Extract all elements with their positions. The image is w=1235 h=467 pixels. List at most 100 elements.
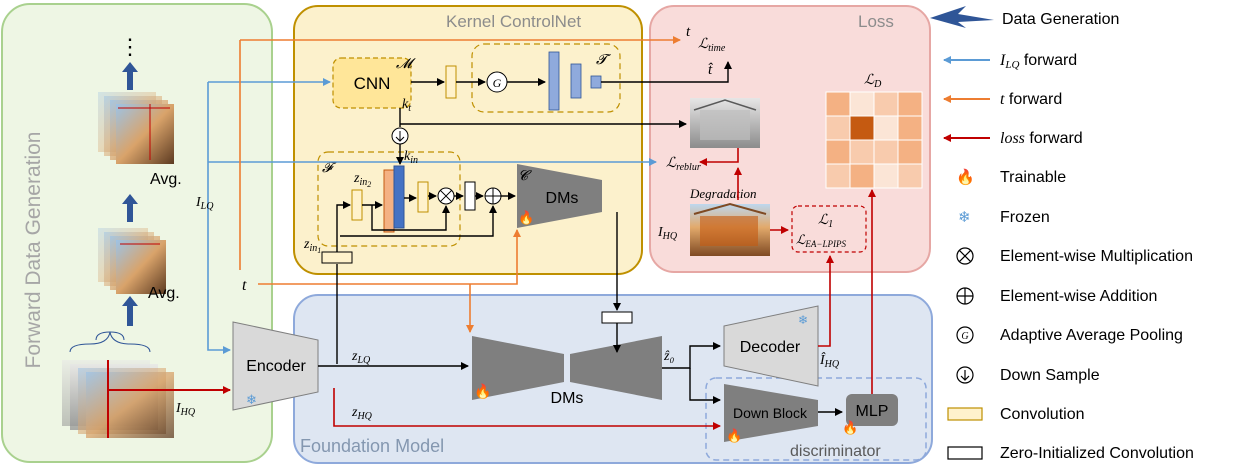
label-t-hat: t̂ <box>708 62 713 78</box>
label-l-time: ℒtime <box>698 37 726 54</box>
cnn-symbol: 𝓜 <box>396 57 416 72</box>
f-feature-blue <box>393 165 405 229</box>
zero-conv-dms <box>601 311 633 324</box>
tau-fc-3 <box>590 75 602 89</box>
legend-convolution-label: Convolution <box>1000 406 1085 423</box>
skip-to-add-line <box>340 205 497 237</box>
foundation-model-label: Foundation Model <box>300 436 444 456</box>
legend-loss-label: loss forward <box>1000 130 1083 147</box>
legend-frozen-icon: ❄ <box>958 209 971 226</box>
down-block-trainable-icon: 🔥 <box>726 428 742 443</box>
legend-frozen-label: Frozen <box>1000 209 1050 226</box>
legend-trainable-label: Trainable <box>1000 169 1066 186</box>
legend-data-generation-label: Data Generation <box>1002 11 1119 28</box>
legend-pooling-glyph: G <box>961 331 968 342</box>
kernel-controlnet-label: Kernel ControlNet <box>446 12 581 31</box>
label-k-in: kin <box>404 149 418 166</box>
reblur-image <box>690 98 760 148</box>
f-conv-1 <box>351 189 363 221</box>
legend-zero-conv-label: Zero-Initialized Convolution <box>1000 445 1194 462</box>
encoder-label: Encoder <box>246 358 306 375</box>
generation-dots: ⋮ <box>119 34 141 59</box>
heatmap-cell <box>873 91 899 117</box>
tau-fc-1 <box>548 51 560 111</box>
legend-addition-label: Element-wise Addition <box>1000 288 1157 305</box>
label-l-reblur: ℒreblur <box>666 156 701 173</box>
z0-to-down-block-arrow <box>689 368 721 404</box>
label-z0-hat: ẑ₀ <box>663 349 674 364</box>
heatmap-cell <box>849 115 875 141</box>
legend-ilq-label: ILQ forward <box>999 52 1077 71</box>
label-z-lq: zLQ <box>351 349 371 366</box>
dms-top-trainable-icon: 🔥 <box>518 210 534 225</box>
avg-bottom-label: Avg. <box>148 285 180 302</box>
heatmap-cell <box>873 115 899 141</box>
discriminator-label: discriminator <box>790 443 881 460</box>
zero-conv-zin1 <box>321 251 353 264</box>
degradation-label: Degradation <box>689 186 756 201</box>
tau-conv <box>445 65 457 99</box>
tau-fc-2 <box>570 63 582 99</box>
heatmap-cell <box>897 115 923 141</box>
reblur-to-loss-arrow <box>699 148 739 166</box>
generation-arrow-1 <box>122 296 138 326</box>
encoder-frozen-icon: ❄ <box>246 392 257 407</box>
label-z-in1: zin1 <box>303 237 321 255</box>
label-t-left: t <box>242 277 247 294</box>
skip-to-multiply-line <box>371 205 450 231</box>
down-block-label: Down Block <box>733 405 808 421</box>
heatmap-cell <box>873 139 899 165</box>
heatmap-cell <box>897 139 923 165</box>
hq-image <box>690 202 770 256</box>
label-i-hq-loss: IHQ <box>657 225 678 242</box>
legend-t-label: t forward <box>1000 91 1062 108</box>
heatmap-cell <box>825 91 851 117</box>
label-l-d: ℒD <box>864 73 882 90</box>
heatmap-cell <box>825 163 851 189</box>
discriminator-heatmap <box>825 91 923 189</box>
heatmap-cell <box>897 163 923 189</box>
legend-data-generation-icon <box>930 6 994 28</box>
top-frame-stack <box>98 92 174 164</box>
legend-multiplication-label: Element-wise Multiplication <box>1000 248 1193 265</box>
generation-arrow-2 <box>122 194 138 222</box>
generation-arrow-3 <box>122 62 138 90</box>
avg-top-label: Avg. <box>150 171 182 188</box>
tau-block <box>471 43 621 113</box>
f-feature-orange <box>383 169 395 233</box>
label-z-in2: zin2 <box>353 171 371 189</box>
forward-data-generation-label: Forward Data Generation <box>22 132 45 369</box>
label-l-ea-lpips: ℒEA−LPIPS <box>796 232 846 249</box>
decoder-label: Decoder <box>740 339 801 356</box>
heatmap-cell <box>849 91 875 117</box>
l1-lpips-box <box>791 205 867 253</box>
heatmap-cell <box>897 91 923 117</box>
legend-convolution-icon <box>947 407 983 421</box>
kernel-controlnet-region <box>293 5 643 275</box>
f-conv-2 <box>417 181 429 213</box>
t-hat-arrow <box>601 61 732 83</box>
zhq-to-down-block-arrow <box>333 388 721 430</box>
dms-bottom-right <box>570 336 662 400</box>
legend-zero-conv-icon <box>947 446 983 460</box>
mlp-block <box>846 394 898 426</box>
heatmap-cell <box>825 115 851 141</box>
bottom-frame-stack <box>62 331 174 438</box>
decoder-block <box>723 305 819 387</box>
down-block <box>724 384 818 442</box>
heatmap-cell <box>825 139 851 165</box>
dms-top-label: DMs <box>546 190 579 207</box>
dms-top-block <box>517 164 602 228</box>
cnn-label: CNN <box>354 74 391 93</box>
label-i-hq-hat: ÎHQ <box>819 351 840 370</box>
cnn-block <box>332 57 412 109</box>
heatmap-cell <box>849 163 875 189</box>
z0-to-decoder-arrow <box>662 342 721 369</box>
mlp-trainable-icon: 🔥 <box>842 420 858 435</box>
label-i-hq-left: IHQ <box>175 401 196 418</box>
label-l-1: ℒ1 <box>818 213 833 230</box>
zero-conv-f <box>464 181 476 211</box>
label-k-t: kt <box>402 97 411 114</box>
loss-label: Loss <box>858 12 894 31</box>
